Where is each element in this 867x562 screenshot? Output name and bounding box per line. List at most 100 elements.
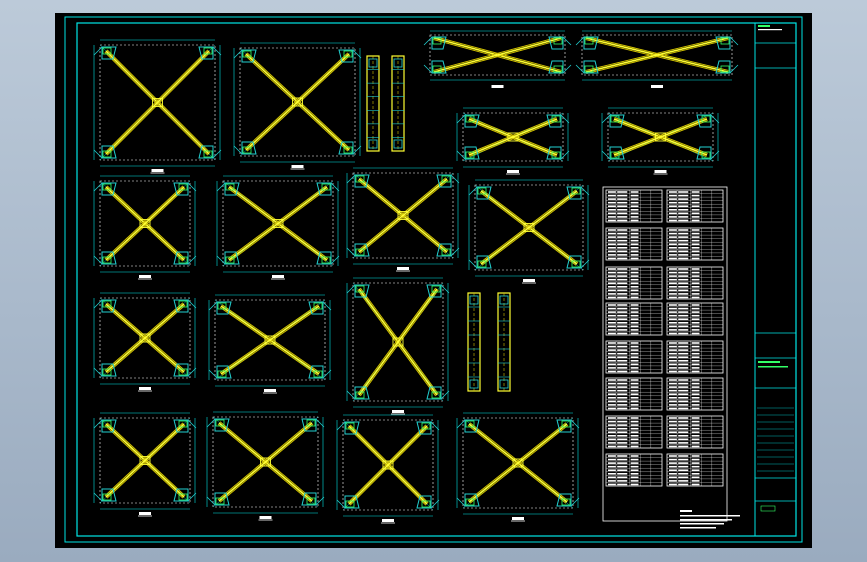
table-cell-text (630, 329, 639, 331)
end-plate (499, 379, 509, 389)
table-cell-text (678, 438, 689, 441)
table-cell-text (608, 345, 616, 348)
gusset-plate (301, 492, 325, 506)
table-cell-text (608, 282, 616, 285)
table-cell-text (678, 311, 689, 313)
bolt-group (345, 422, 355, 430)
table-cell-text (617, 314, 628, 317)
table-border (605, 415, 663, 449)
table-cell-text (608, 417, 616, 419)
material-table (605, 340, 663, 374)
table-cell-text (691, 379, 700, 381)
table-cell-text (691, 304, 700, 306)
leader-line (575, 64, 585, 74)
leader-line (468, 259, 478, 269)
gusset-outline (173, 363, 189, 377)
table-cell-text (678, 434, 689, 437)
table-cell-text (630, 236, 639, 238)
brace-member-edge (221, 306, 321, 376)
table-cell-text (608, 285, 616, 288)
bolt-group (306, 419, 316, 427)
leader-line (208, 301, 218, 311)
table-cell-text (669, 205, 677, 208)
leader-line (330, 255, 340, 265)
end-plate (393, 139, 403, 149)
tables-outer-border (602, 186, 728, 522)
table-cell-text (608, 476, 616, 479)
gusset-outline (101, 363, 117, 377)
leader-line (187, 419, 197, 429)
frame-outline (99, 180, 191, 267)
table-cell-text (669, 243, 677, 246)
frame-outline (462, 112, 564, 162)
table-cell-text (691, 314, 700, 317)
table-cell-text (617, 289, 628, 292)
table-cell-text (678, 282, 689, 285)
table-cell-text (669, 438, 677, 441)
gusset-plate (346, 174, 370, 188)
gusset-outline (583, 36, 599, 50)
table-cell-text (617, 445, 628, 448)
table-cell-text (669, 278, 677, 281)
gusset-outline (426, 284, 442, 298)
bolt-group (553, 37, 563, 45)
table-cell-text (617, 400, 628, 403)
table-cell-text (630, 445, 639, 448)
brace-member-edge (106, 304, 186, 374)
center-splice-plate (655, 132, 666, 142)
table-cell-text (669, 191, 677, 193)
table-cell-text (608, 480, 616, 482)
leader-line (440, 390, 450, 400)
table-cell-text (617, 296, 628, 299)
table-cell-text (608, 356, 616, 359)
gusset-outline (214, 492, 230, 506)
view-label (151, 169, 164, 172)
gusset-plate (233, 141, 257, 155)
gusset-outline (316, 251, 332, 265)
table-cell-text (630, 352, 639, 355)
table-cell-text (669, 307, 677, 310)
table-cell-text (617, 257, 628, 260)
table-cell-text (630, 304, 639, 306)
view-label (512, 517, 524, 520)
table-cell-text (691, 194, 700, 197)
table-cell-text (608, 229, 616, 231)
table-cell-text (630, 296, 639, 299)
table-cell-text (617, 212, 628, 215)
brace-member (220, 305, 320, 375)
table-border (666, 340, 724, 374)
table-cell-text (630, 318, 639, 321)
table-cell-text (691, 396, 700, 399)
bolt-group (343, 50, 353, 58)
gusset-plate (548, 60, 572, 74)
view-label (291, 165, 304, 168)
brace-member-edge (227, 185, 327, 260)
leader-line (456, 497, 466, 507)
brace-member-edge (219, 304, 319, 374)
table-cell-text (617, 268, 628, 270)
leader-line (346, 247, 356, 257)
table-border (666, 189, 724, 223)
gusset-outline (464, 114, 480, 128)
table-cell-text (608, 469, 616, 472)
gusset-outline (301, 492, 317, 506)
table-cell-text (617, 472, 628, 475)
bolt-group (465, 115, 475, 123)
brace-member (468, 423, 568, 503)
table-cell-text (608, 289, 616, 292)
table-cell-text (608, 389, 616, 392)
table-cell-text (669, 349, 677, 351)
bolt-group (178, 368, 188, 376)
table-cell-text (691, 458, 700, 461)
brace-member-edge (469, 120, 558, 157)
table-cell-text (617, 389, 628, 392)
gusset-plate (173, 182, 197, 196)
leader-line (580, 186, 590, 196)
gusset-plate (173, 419, 197, 433)
table-cell-text (678, 236, 689, 238)
table-cell-text (669, 236, 677, 238)
table-cell-text (691, 434, 700, 437)
bolt-group (571, 260, 581, 268)
cad-viewport[interactable] (55, 13, 812, 548)
end-plate (368, 58, 378, 68)
